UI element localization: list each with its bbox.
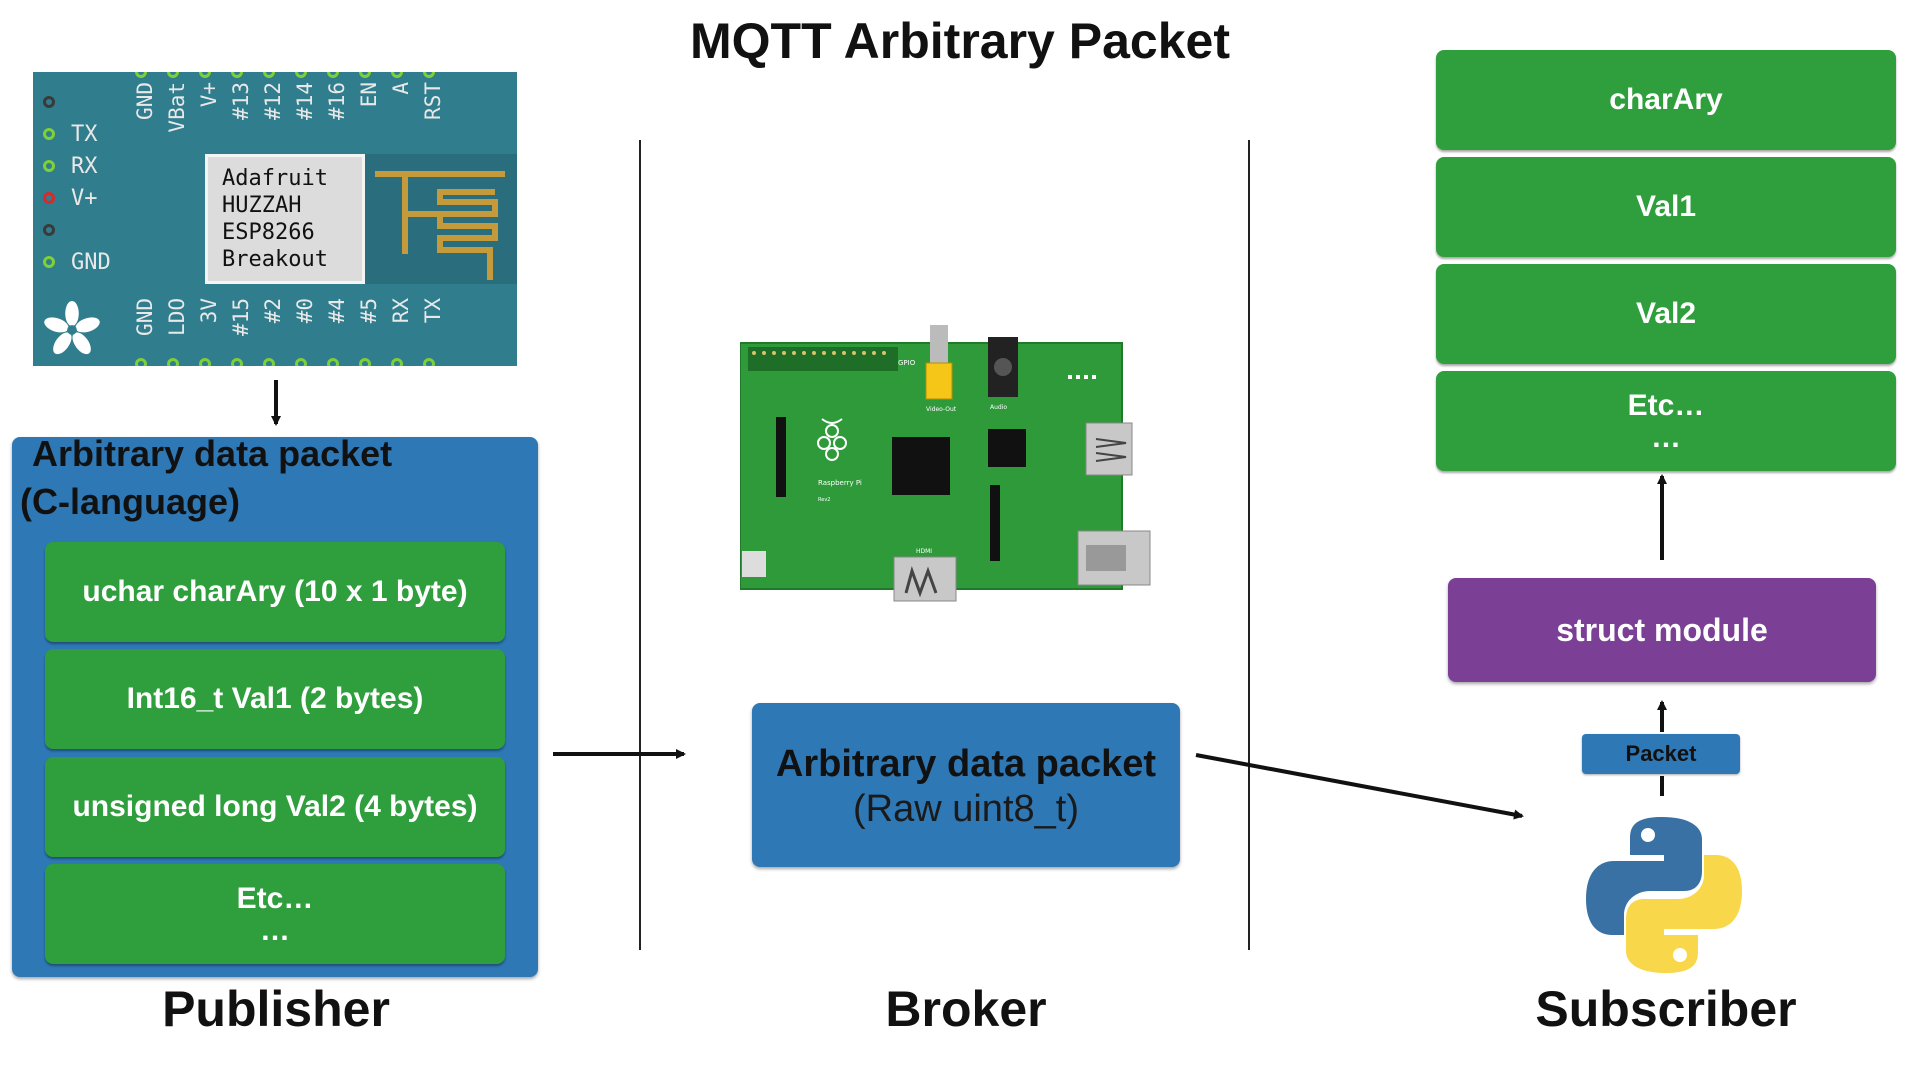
pin-label-tx: TX bbox=[71, 122, 98, 147]
chip-line: Breakout bbox=[222, 247, 328, 272]
subscriber-field: Val2 bbox=[1436, 264, 1896, 364]
header-pin-label: #0 bbox=[293, 298, 317, 324]
publisher-title-line1: Arbitrary data packet bbox=[32, 433, 393, 474]
header-pin-label: #16 bbox=[325, 82, 349, 120]
header-pin-label: #15 bbox=[229, 298, 253, 336]
pin-label-vplus: V+ bbox=[71, 186, 98, 211]
board-pin bbox=[327, 358, 339, 366]
header-pin-label: V+ bbox=[197, 82, 221, 108]
pin-label-gnd: GND bbox=[71, 250, 111, 275]
subscriber-field: Etc… … bbox=[1436, 371, 1896, 471]
board-pin bbox=[231, 358, 243, 366]
field-label: uchar charAry (10 x 1 byte) bbox=[82, 575, 468, 608]
board-pin bbox=[391, 358, 403, 366]
struct-module-box: struct module bbox=[1448, 578, 1876, 682]
field-ellipsis: … bbox=[260, 914, 290, 947]
header-pin-label: #5 bbox=[357, 298, 381, 324]
board-pin bbox=[43, 192, 55, 204]
antenna-icon bbox=[375, 171, 505, 280]
chip-line: HUZZAH bbox=[222, 193, 302, 218]
chip-line: Adafruit bbox=[222, 166, 328, 191]
publisher-title-line2: (C-language) bbox=[20, 481, 240, 522]
raspberry-pi-board: GPIO Video-Out Audio Raspberry Pi Rev2 H… bbox=[740, 325, 1151, 602]
broker-packet-title: Arbitrary data packet bbox=[775, 743, 1157, 785]
header-pin-label: 3V bbox=[197, 298, 221, 324]
field-label: Val2 bbox=[1635, 297, 1697, 330]
header-pin-label: #4 bbox=[325, 298, 349, 324]
module-label: Adafruit HUZZAH ESP8266 Breakout bbox=[205, 154, 365, 284]
diagram-title: MQTT Arbitrary Packet bbox=[690, 13, 1230, 69]
publisher-field: unsigned long Val2 (4 bytes) bbox=[45, 757, 505, 857]
publisher-field: uchar charAry (10 x 1 byte) bbox=[45, 542, 505, 642]
board-pin bbox=[263, 72, 275, 78]
python-logo-icon bbox=[1586, 817, 1742, 973]
board-pin bbox=[423, 72, 435, 78]
board-pin bbox=[43, 160, 55, 172]
audio-label: Audio bbox=[990, 404, 1007, 411]
adafruit-logo-icon bbox=[44, 300, 100, 355]
broker-packet-type: (Raw uint8_t) bbox=[853, 788, 1079, 830]
board-pin bbox=[391, 72, 403, 78]
board-pin bbox=[43, 256, 55, 268]
subscriber-label: Subscriber bbox=[1535, 981, 1797, 1037]
board-pin bbox=[295, 72, 307, 78]
publisher-field: Etc… … bbox=[45, 864, 505, 964]
board-pin bbox=[295, 358, 307, 366]
header-pin-label: A bbox=[389, 82, 413, 95]
subscriber-field: Val1 bbox=[1436, 157, 1896, 257]
board-pin bbox=[135, 72, 147, 78]
header-pin-label: LDO bbox=[165, 298, 189, 336]
field-label: unsigned long Val2 (4 bytes) bbox=[72, 790, 478, 823]
header-pin-label: #14 bbox=[293, 82, 317, 120]
field-label: Int16_t Val1 (2 bytes) bbox=[126, 682, 424, 715]
header-pin-label: VBat bbox=[165, 82, 189, 133]
board-pin bbox=[359, 358, 371, 366]
raspberry-pi-rev-label: Rev2 bbox=[818, 497, 830, 503]
board-pin bbox=[263, 358, 275, 366]
board-pin bbox=[359, 72, 371, 78]
board-pin bbox=[43, 224, 55, 236]
publisher-packet-title: Arbitrary data packet (C-language) bbox=[20, 430, 540, 526]
publisher-field: Int16_t Val1 (2 bytes) bbox=[45, 649, 505, 749]
board-pin bbox=[167, 72, 179, 78]
header-pin-label: GND bbox=[133, 82, 157, 120]
board-pin bbox=[199, 358, 211, 366]
header-pin-label: GND bbox=[133, 298, 157, 336]
field-label: Etc… bbox=[1627, 389, 1705, 422]
esp8266-board: TX RX V+ GND Adafruit HUZZAH ESP8266 Bre… bbox=[33, 72, 517, 366]
video-out-label: Video-Out bbox=[926, 406, 957, 413]
board-pin bbox=[43, 128, 55, 140]
board-pin bbox=[231, 72, 243, 78]
header-pin-label: RX bbox=[389, 298, 413, 324]
board-pin bbox=[423, 358, 435, 366]
board-pin bbox=[135, 358, 147, 366]
publisher-label: Publisher bbox=[162, 981, 390, 1037]
packet-tag: Packet bbox=[1582, 734, 1740, 774]
header-pin-label: #2 bbox=[261, 298, 285, 324]
field-label: Etc… bbox=[236, 882, 314, 915]
header-pin-label: EN bbox=[357, 82, 381, 108]
subscriber-field: charAry bbox=[1436, 50, 1896, 150]
chip-line: ESP8266 bbox=[222, 220, 315, 245]
board-pin bbox=[199, 72, 211, 78]
board-pin bbox=[43, 96, 55, 108]
raspberry-pi-brand-label: Raspberry Pi bbox=[818, 479, 862, 487]
field-label: Val1 bbox=[1635, 190, 1697, 223]
field-ellipsis: … bbox=[1651, 421, 1681, 454]
gpio-label: GPIO bbox=[898, 359, 916, 367]
header-pin-label: #13 bbox=[229, 82, 253, 120]
header-pin-label: RST bbox=[421, 82, 445, 120]
header-pin-label: TX bbox=[421, 298, 445, 324]
hdmi-label: HDMI bbox=[916, 548, 932, 555]
pin-label-rx: RX bbox=[71, 154, 98, 179]
field-label: charAry bbox=[1609, 83, 1723, 116]
divider-right bbox=[1248, 140, 1250, 950]
board-pin bbox=[327, 72, 339, 78]
header-pin-label: #12 bbox=[261, 82, 285, 120]
divider-left bbox=[639, 140, 641, 950]
arrow-broker-to-subscriber bbox=[1195, 753, 1524, 820]
broker-label: Broker bbox=[885, 981, 1047, 1037]
board-pin bbox=[167, 358, 179, 366]
broker-packet-box: Arbitrary data packet (Raw uint8_t) bbox=[752, 703, 1180, 867]
